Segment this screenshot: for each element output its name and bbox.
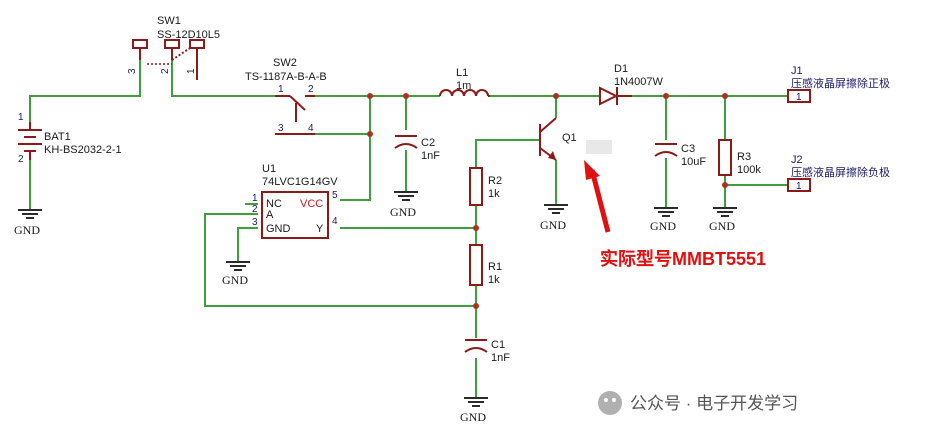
sw1-pin1: 1 [186, 68, 197, 74]
c3-ref: C3 [681, 143, 695, 155]
gnd-c1: GND [460, 397, 488, 424]
c1-ref: C1 [491, 339, 505, 351]
q1-ref: Q1 [562, 132, 577, 144]
j2-label: 压感液晶屏擦除负极 [791, 165, 890, 179]
u1-ref: U1 [262, 163, 276, 175]
r3-value: 100k [737, 164, 761, 176]
d1-ref: D1 [614, 63, 628, 75]
gnd-q1-label: GND [540, 218, 566, 232]
sw2-pin3: 3 [278, 123, 284, 134]
u1-pin5: 5 [332, 190, 338, 201]
u1-y-label: Y [316, 223, 324, 235]
bat1-battery: BAT1 KH-BS2032-2-1 1 2 [18, 112, 122, 165]
bat1-value: KH-BS2032-2-1 [44, 144, 122, 156]
r2-ref: R2 [488, 175, 502, 187]
watermark-text: 公众号 · 电子开发学习 [630, 394, 798, 413]
u1-vcc-label: VCC [300, 198, 323, 210]
u1-pin3: 3 [252, 217, 258, 228]
sw1-pin3: 3 [127, 68, 138, 74]
bat1-pin2: 2 [18, 154, 24, 165]
bat1-pin1: 1 [18, 112, 24, 123]
wechat-icon [598, 391, 622, 415]
sw2-pin2: 2 [308, 84, 314, 95]
u1-gnd-label: GND [266, 223, 291, 235]
u1-value: 74LVC1G14GV [262, 176, 338, 188]
u1-nc-label: NC [266, 198, 282, 210]
j1-ref: J1 [791, 65, 803, 77]
u1-a-label: A [266, 209, 274, 221]
c2-ref: C2 [421, 137, 435, 149]
j1-label: 压感液晶屏擦除正极 [791, 76, 890, 90]
watermark: 公众号 · 电子开发学习 [598, 391, 798, 415]
l1-ref: L1 [456, 67, 468, 79]
sw1-switch: SW1 SS-12D10L5 3 2 1 [127, 15, 220, 80]
j2-ref: J2 [791, 154, 803, 166]
gnd-bat1: GND [14, 209, 42, 237]
l1-value: 1m [456, 80, 471, 92]
c2-capacitor: C2 1nF [394, 135, 440, 162]
u1-pin4: 4 [332, 216, 338, 227]
q1-value-blur [586, 140, 612, 154]
r1-ref: R1 [488, 261, 502, 273]
sw1-ref: SW1 [157, 15, 181, 27]
gnd-c3-label: GND [650, 219, 676, 233]
sw1-pin2: 2 [160, 68, 171, 74]
u1-pin1: 1 [252, 193, 258, 204]
c1-capacitor: C1 1nF [464, 339, 510, 364]
bat1-ref: BAT1 [44, 131, 71, 143]
r2-resistor: R2 1k [469, 167, 502, 206]
gnd-r3-label: GND [709, 219, 735, 233]
gnd-c1-label: GND [460, 410, 486, 424]
c2-value: 1nF [421, 150, 440, 162]
gnd-u1-label: GND [222, 273, 248, 287]
r3-resistor: R3 100k [718, 139, 761, 176]
r2-value: 1k [488, 188, 500, 200]
gnd-q1: GND [540, 204, 568, 232]
j1-connector: 1 J1 压感液晶屏擦除正极 [787, 65, 890, 103]
d1-value: 1N4007W [614, 76, 664, 88]
r3-ref: R3 [737, 151, 751, 163]
l1-inductor: L1 1m [439, 67, 490, 97]
u1-pin2: 2 [252, 204, 258, 215]
gnd-bat1-label: GND [14, 223, 40, 237]
gnd-c3: GND [650, 207, 678, 233]
annotation-text: 实际型号MMBT5551 [600, 248, 766, 269]
j2-pin: 1 [796, 181, 802, 192]
j2-connector: 1 J2 压感液晶屏擦除负极 [787, 154, 890, 192]
r1-value: 1k [488, 274, 500, 286]
j1-pin: 1 [796, 92, 802, 103]
gnd-c2-label: GND [390, 205, 416, 219]
d1-diode: D1 1N4007W [599, 63, 664, 106]
gnd-u1: GND [222, 261, 250, 287]
r1-resistor: R1 1k [469, 244, 502, 286]
annotation-arrow [584, 160, 611, 233]
c1-value: 1nF [491, 352, 510, 364]
sw2-pin1: 1 [278, 84, 284, 95]
gnd-r3: GND [709, 207, 737, 233]
sw2-switch: SW2 TS-1187A-B-A-B 1 2 3 4 [245, 57, 327, 135]
u1-inverter: U1 74LVC1G14GV NC A GND VCC Y 1 2 3 5 4 [252, 163, 338, 239]
sw2-value: TS-1187A-B-A-B [245, 71, 327, 83]
q1-transistor: Q1 [539, 117, 612, 161]
sw2-ref: SW2 [273, 57, 297, 69]
gnd-c2: GND [390, 191, 418, 219]
c3-value: 10uF [681, 156, 706, 168]
c3-capacitor: C3 10uF [654, 143, 706, 168]
junctions [367, 93, 728, 309]
sw2-pin4: 4 [308, 123, 314, 134]
sw1-value: SS-12D10L5 [157, 29, 220, 41]
